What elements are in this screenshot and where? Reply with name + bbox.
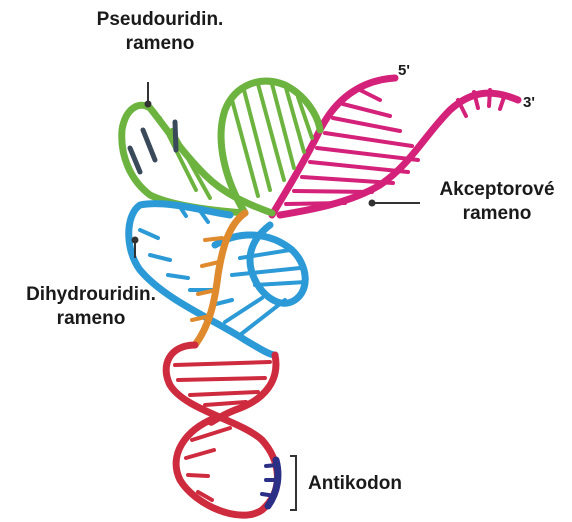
acceptor-label-line1: Akceptorové	[424, 178, 570, 202]
dihydrouridine-label-line2: rameno	[6, 307, 176, 331]
anticodon-arm	[166, 345, 277, 515]
pseudouridine-label-line2: rameno	[55, 32, 265, 56]
five-prime-label: 5'	[398, 62, 410, 79]
dihydrouridine-arm-label: Dihydrouridin. rameno	[6, 283, 176, 331]
acceptor-label-line2: rameno	[424, 202, 570, 226]
pseudouridine-arm-label: Pseudouridin. rameno	[55, 8, 265, 56]
dihydrouridine-label-line1: Dihydrouridin.	[6, 283, 176, 307]
anticodon-triplet	[262, 460, 279, 506]
acceptor-arm-label: Akceptorové rameno	[424, 178, 570, 226]
pseudouridine-label-line1: Pseudouridin.	[55, 8, 265, 32]
three-prime-label: 3'	[523, 94, 535, 111]
anticodon-label: Antikodon	[308, 472, 434, 496]
pseudouridine-arm	[122, 81, 320, 213]
